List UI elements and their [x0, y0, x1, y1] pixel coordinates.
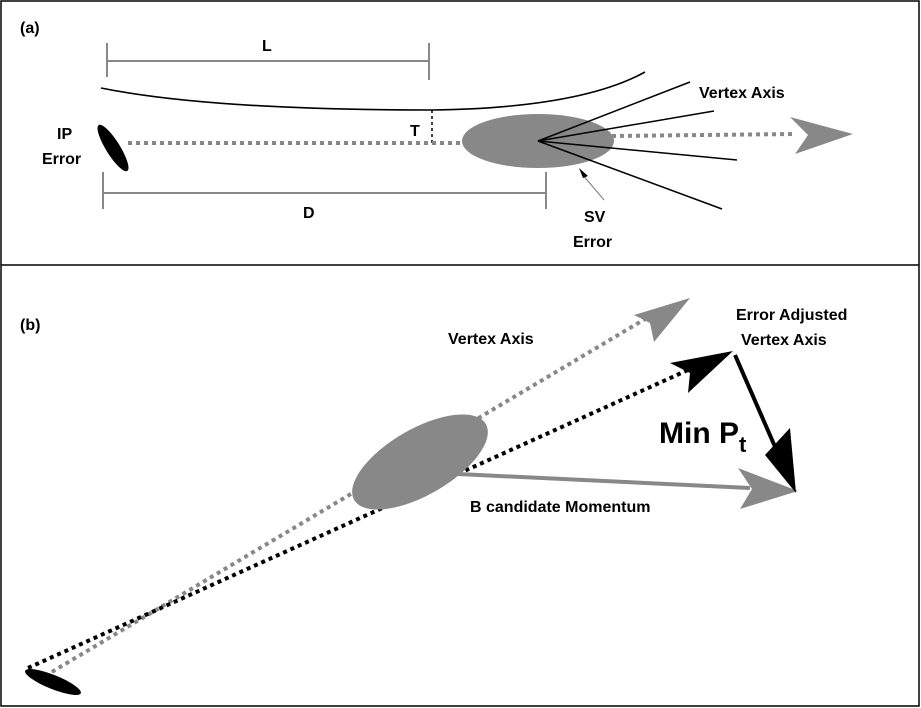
length-dimension [106, 43, 430, 80]
panel-b: (b) Vertex Axis Error Adjusted Vertex Ax… [20, 298, 847, 695]
distance-dimension [102, 172, 547, 209]
sv-error-label-1: SV [584, 209, 606, 226]
vertex-axis-label-a: Vertex Axis [699, 85, 785, 102]
ip-error-label-1: IP [57, 126, 72, 143]
b-momentum-line [457, 472, 751, 490]
daughter-tracks [537, 81, 738, 210]
error-adjusted-label-2: Vertex Axis [741, 332, 827, 349]
min-pt-arrowhead [765, 428, 796, 493]
min-pt-label: Min Pt [659, 417, 747, 457]
panel-a: (a) L T IP Error Vertex Axis [20, 20, 853, 251]
ip-ellipse-b [25, 669, 81, 695]
vertex-axis-arrowhead [790, 117, 853, 154]
sv-ellipse-b [352, 414, 488, 510]
distance-label: D [303, 205, 315, 222]
panel-b-tag: (b) [20, 317, 40, 334]
track-curve [100, 71, 646, 111]
vertex-axis-dotted [611, 132, 796, 138]
length-label: L [262, 38, 272, 55]
vertex-axis-arrowhead-b [634, 298, 690, 342]
error-adjusted-axis-dotted [27, 368, 689, 670]
ip-error-ellipse [97, 124, 129, 172]
min-pt-main: Min P [659, 417, 739, 450]
panel-a-tag: (a) [20, 20, 40, 37]
error-adjusted-label-1: Error Adjusted [736, 307, 847, 324]
sv-error-label-2: Error [573, 234, 612, 251]
vertex-axis-label-b: Vertex Axis [448, 331, 534, 348]
ip-error-label-2: Error [42, 151, 81, 168]
b-momentum-label: B candidate Momentum [470, 499, 650, 516]
b-momentum-arrowhead [738, 468, 798, 509]
sv-error-pointer [581, 173, 605, 201]
vertex-axis-dotted-b [43, 317, 647, 678]
sv-error-pointer-head [579, 168, 588, 178]
min-pt-subscript: t [739, 432, 747, 457]
error-adjusted-arrowhead [670, 351, 733, 393]
transverse-label: T [410, 123, 420, 140]
